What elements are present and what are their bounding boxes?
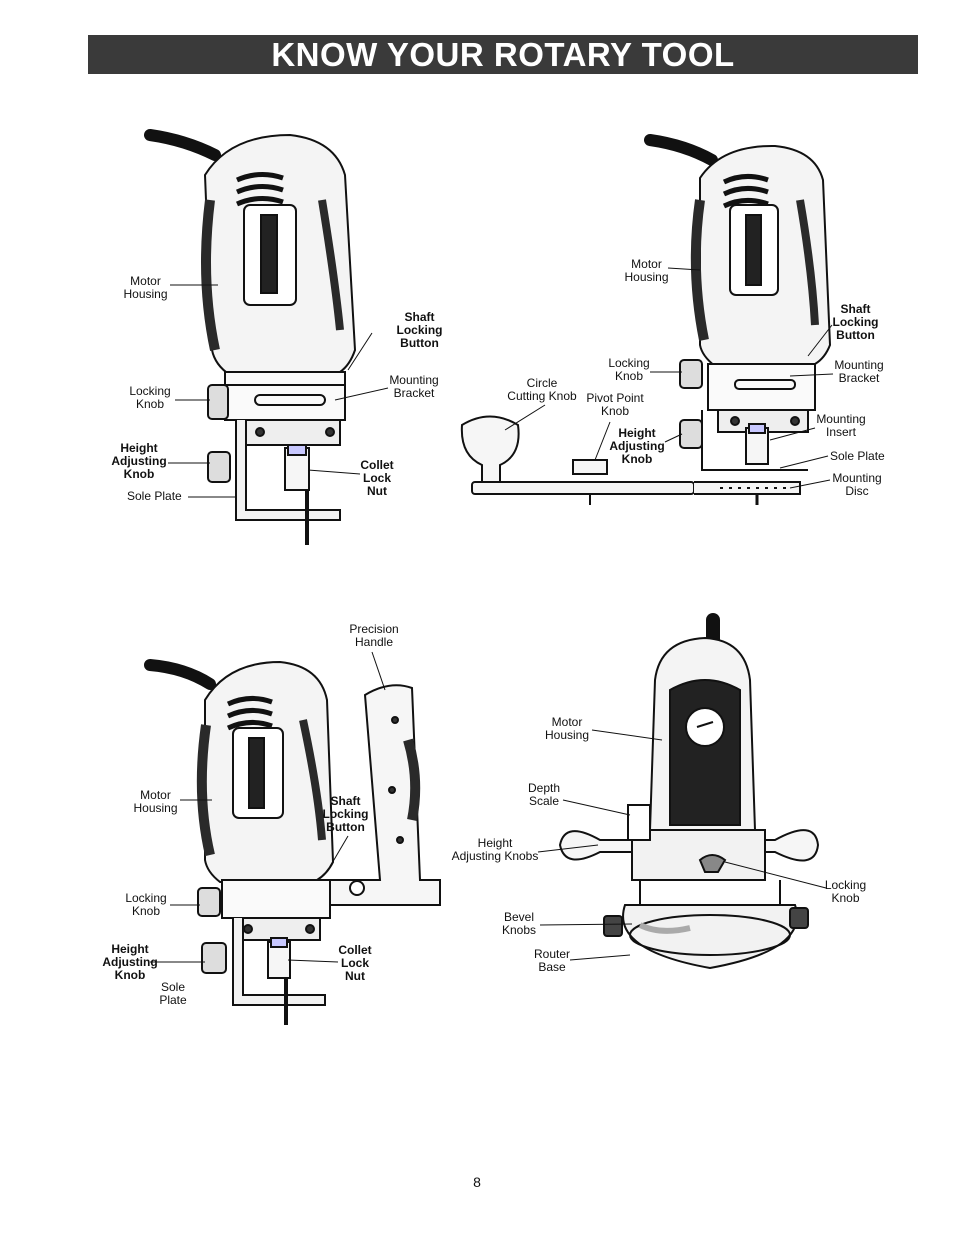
label-sole-plate-fig1: Sole Plate (127, 489, 182, 503)
page-number: 8 (473, 1174, 481, 1190)
power-cord (144, 129, 221, 161)
page-title: KNOW YOUR ROTARY TOOL (88, 35, 918, 74)
label-sole-plate-fig2: Sole Plate (830, 449, 885, 463)
